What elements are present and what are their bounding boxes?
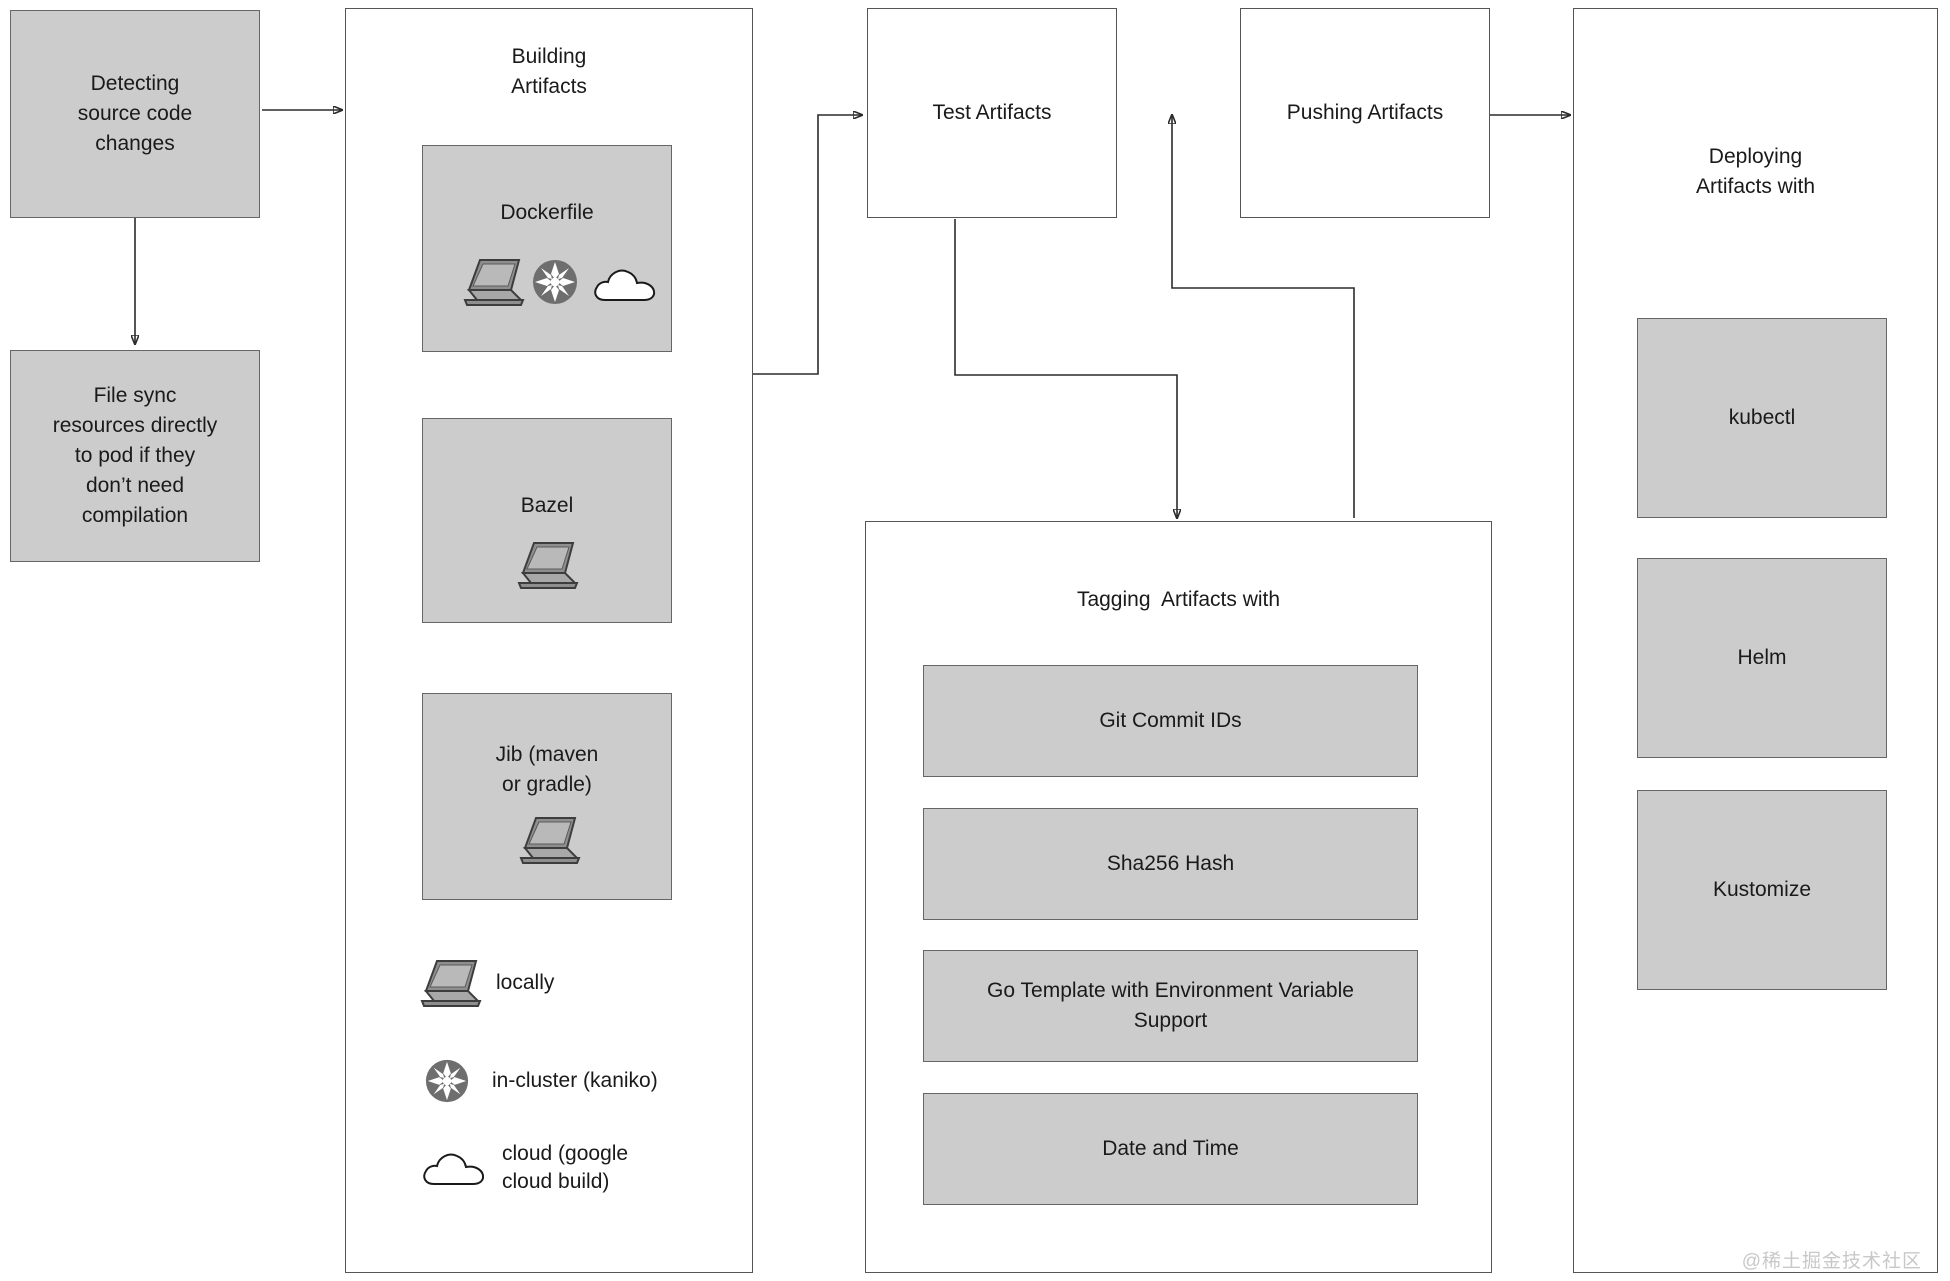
cloud-icon xyxy=(423,1153,485,1185)
build-legend-cloud-label: cloud (google cloud build) xyxy=(502,1142,629,1193)
build-legend-cloud: cloud (google cloud build) xyxy=(420,1140,750,1210)
tagging-item-go-template[interactable]: Go Template with Environment Variable Su… xyxy=(923,950,1418,1062)
laptop-icon xyxy=(519,817,581,864)
stage-deploying-artifacts-title: Deploying Artifacts with xyxy=(1695,145,1816,198)
kubernetes-wheel-icon xyxy=(425,1059,469,1103)
stage-pushing-artifacts-label: Pushing Artifacts xyxy=(1286,101,1444,124)
laptop-icon xyxy=(420,960,482,1007)
stage-pushing-artifacts[interactable]: Pushing Artifacts xyxy=(1240,8,1490,218)
deploy-option-kubectl[interactable]: kubectl xyxy=(1637,318,1887,518)
tagging-item-git-commit-ids-label: Git Commit IDs xyxy=(1099,709,1242,732)
build-legend-locally: locally xyxy=(420,955,720,1011)
build-legend-in-cluster: in-cluster (kaniko) xyxy=(424,1055,754,1107)
tagging-item-go-template-label: Go Template with Environment Variable Su… xyxy=(987,979,1354,1032)
stage-detecting-label: Detecting source code changes xyxy=(77,72,193,155)
watermark: @稀土掘金技术社区 xyxy=(1741,1251,1922,1272)
tagging-item-date-and-time[interactable]: Date and Time xyxy=(923,1093,1418,1205)
build-option-dockerfile[interactable]: Dockerfile xyxy=(422,145,672,352)
tagging-item-date-and-time-label: Date and Time xyxy=(1102,1137,1239,1160)
stage-file-sync[interactable]: File sync resources directly to pod if t… xyxy=(10,350,260,562)
tagging-item-sha256-hash-label: Sha256 Hash xyxy=(1106,852,1235,875)
stage-building-artifacts-title: Building Artifacts xyxy=(511,45,587,98)
deploy-option-kubectl-label: kubectl xyxy=(1728,406,1796,429)
stage-tagging-artifacts-title: Tagging Artifacts with xyxy=(1076,588,1281,611)
laptop-icon xyxy=(517,542,579,589)
build-option-bazel[interactable]: Bazel xyxy=(422,418,672,623)
tagging-item-sha256-hash[interactable]: Sha256 Hash xyxy=(923,808,1418,920)
stage-detecting-source-code-changes[interactable]: Detecting source code changes xyxy=(10,10,260,218)
deploy-option-kustomize[interactable]: Kustomize xyxy=(1637,790,1887,990)
wire-building-to-test xyxy=(752,115,862,375)
wire-test-to-tagging xyxy=(954,219,1177,518)
stage-test-artifacts[interactable]: Test Artifacts xyxy=(867,8,1117,218)
build-legend-locally-label: locally xyxy=(496,971,555,994)
build-option-bazel-label: Bazel xyxy=(520,494,574,517)
deploy-option-helm[interactable]: Helm xyxy=(1637,558,1887,758)
kubernetes-wheel-icon xyxy=(533,260,577,304)
build-option-dockerfile-label: Dockerfile xyxy=(500,201,594,224)
deploy-option-kustomize-label: Kustomize xyxy=(1712,878,1812,901)
build-legend-in-cluster-label: in-cluster (kaniko) xyxy=(492,1069,658,1092)
stage-file-sync-label: File sync resources directly to pod if t… xyxy=(52,384,218,527)
tagging-item-git-commit-ids[interactable]: Git Commit IDs xyxy=(923,665,1418,777)
build-option-jib-label: Jib (maven or gradle) xyxy=(495,743,599,796)
build-option-jib[interactable]: Jib (maven or gradle) xyxy=(422,693,672,900)
deploy-option-helm-label: Helm xyxy=(1737,646,1787,669)
stage-test-artifacts-label: Test Artifacts xyxy=(932,101,1052,124)
laptop-icon xyxy=(463,259,525,306)
cloud-icon xyxy=(594,269,656,301)
